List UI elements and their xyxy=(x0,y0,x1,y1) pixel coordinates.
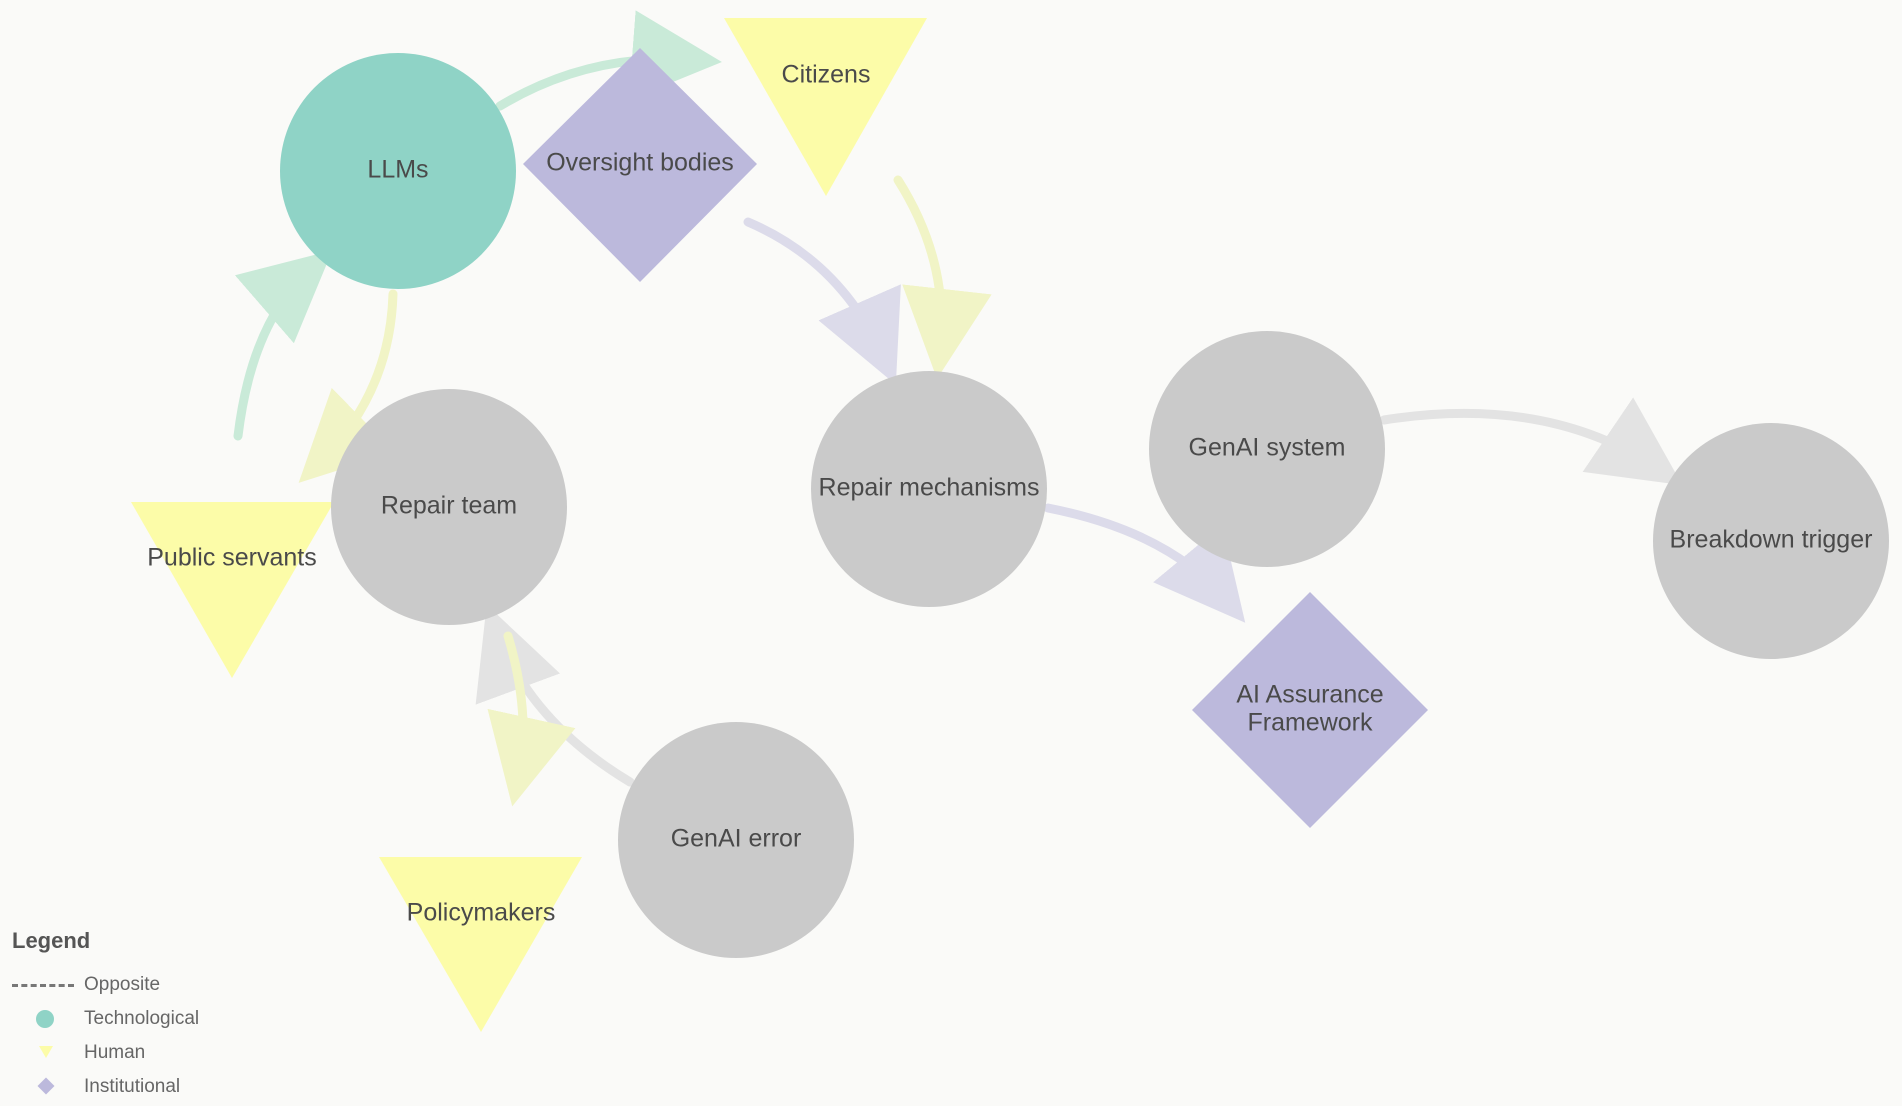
node-ai-assurance-framework-label-line2: Framework xyxy=(1247,709,1373,737)
dashed-line-icon xyxy=(12,975,84,995)
node-ai-assurance-framework-label-line1: AI Assurance xyxy=(1236,681,1383,709)
edges xyxy=(233,10,1683,807)
legend-title: Legend xyxy=(12,928,91,953)
node-repair-mechanisms-label: Repair mechanisms xyxy=(819,474,1040,502)
edge-repair-team-to-policymakers xyxy=(487,631,576,807)
node-ai-assurance-framework-diamond xyxy=(1192,592,1428,828)
node-genai-error-label: GenAI error xyxy=(671,825,802,853)
node-citizens-triangle xyxy=(724,18,927,196)
node-oversight-bodies-diamond xyxy=(523,48,757,282)
node-breakdown-trigger-circle xyxy=(1653,423,1889,659)
node-genai-system[interactable]: GenAI system xyxy=(1149,331,1385,567)
legend-label-human: Human xyxy=(84,1042,146,1063)
node-repair-team-label: Repair team xyxy=(381,492,517,520)
node-genai-system-label: GenAI system xyxy=(1189,434,1346,462)
edge-citizens-to-repair-mechanisms xyxy=(893,175,992,379)
node-genai-system-circle xyxy=(1149,331,1385,567)
node-breakdown-trigger-label: Breakdown trigger xyxy=(1670,526,1873,554)
legend-item-technological: Technological xyxy=(12,1002,272,1036)
node-llms-label: LLMs xyxy=(367,156,428,184)
node-genai-error[interactable]: GenAI error xyxy=(618,722,854,958)
node-policymakers-label: Policymakers xyxy=(407,899,556,927)
node-breakdown-trigger[interactable]: Breakdown trigger xyxy=(1653,423,1889,659)
node-repair-team-circle xyxy=(331,389,567,625)
legend-label-technological: Technological xyxy=(84,1008,200,1029)
edge-llms-to-public-servants xyxy=(298,289,398,483)
edge-repair-mechanisms-to-ai-assurance xyxy=(1043,503,1246,623)
legend-item-human: Human xyxy=(12,1036,272,1070)
legend-item-opposite: Opposite xyxy=(12,968,272,1002)
edge-genai-system-to-breakdown-trigger xyxy=(1379,397,1683,486)
legend-label-institutional: Institutional xyxy=(84,1076,181,1097)
node-citizens[interactable]: Citizens xyxy=(724,18,927,196)
node-policymakers[interactable]: Policymakers xyxy=(379,857,582,1032)
node-citizens-label: Citizens xyxy=(782,61,871,89)
node-repair-mechanisms[interactable]: Repair mechanisms xyxy=(811,371,1047,607)
edge-llms-to-citizens xyxy=(495,10,722,111)
edge-public-servants-to-llms xyxy=(233,250,333,441)
node-llms-circle xyxy=(280,53,516,289)
node-public-servants-triangle xyxy=(131,502,334,678)
node-policymakers-triangle xyxy=(379,857,582,1032)
legend-item-institutional: Institutional xyxy=(12,1070,272,1104)
node-oversight-bodies[interactable]: Oversight bodies xyxy=(523,48,757,282)
node-public-servants-label: Public servants xyxy=(147,544,317,572)
node-oversight-bodies-label: Oversight bodies xyxy=(546,149,734,177)
node-ai-assurance-framework[interactable]: AI Assurance Framework xyxy=(1192,592,1428,828)
legend: Legend Opposite Technological Human Inst… xyxy=(12,928,272,1104)
node-genai-error-circle xyxy=(618,722,854,958)
edge-oversight-to-repair-mechanisms xyxy=(743,217,901,385)
node-repair-mechanisms-circle xyxy=(811,371,1047,607)
triangle-icon xyxy=(12,1043,84,1063)
node-repair-team[interactable]: Repair team xyxy=(331,389,567,625)
legend-label-opposite: Opposite xyxy=(84,974,161,995)
node-public-servants[interactable]: Public servants xyxy=(131,502,334,678)
diamond-icon xyxy=(12,1077,84,1097)
circle-icon xyxy=(12,1009,84,1029)
node-llms[interactable]: LLMs xyxy=(280,53,516,289)
